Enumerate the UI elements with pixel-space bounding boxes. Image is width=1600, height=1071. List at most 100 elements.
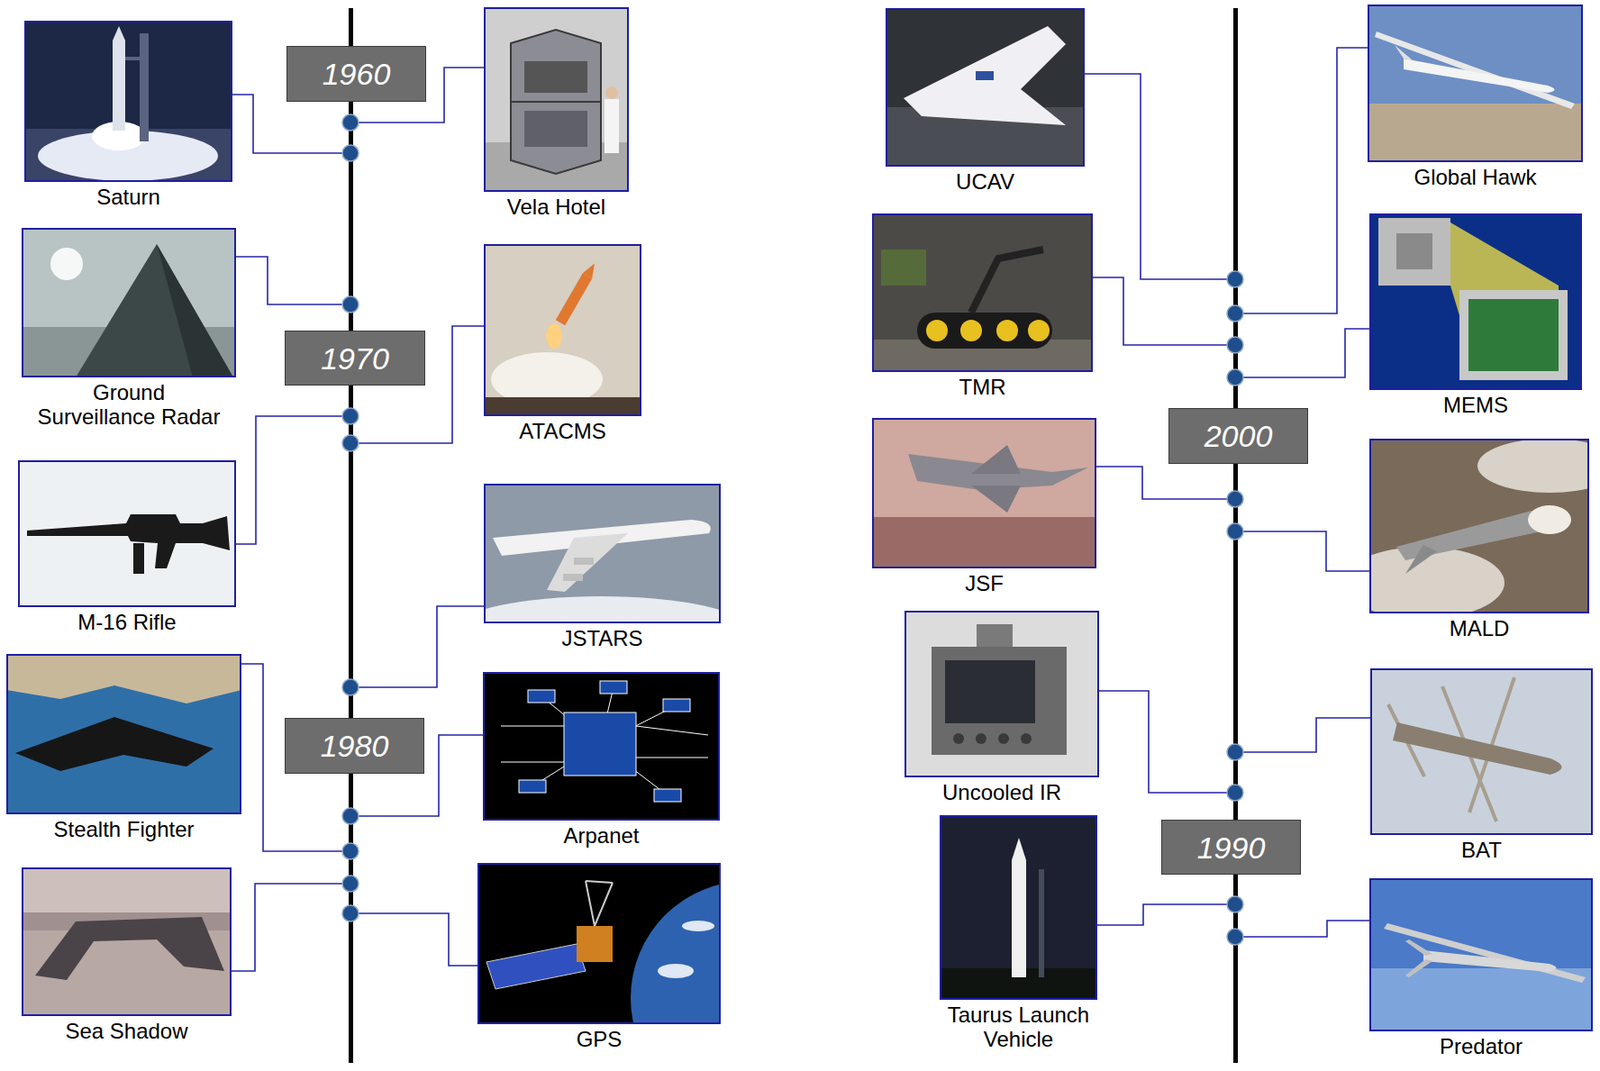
photo-caption: M-16 Rifle [77,610,176,636]
global-hawk-photo-part [1367,103,1583,163]
bat-photo-part [1392,722,1563,775]
year-label: 1970 [320,343,390,374]
radar-photo-part [50,247,83,281]
year-label: 1980 [320,730,390,762]
timeline-dots-part [342,114,359,131]
m16-photo-part [18,460,237,608]
timeline-dots-part [342,296,359,313]
timeline-dots-part [1227,271,1244,288]
leader-lines-part [1235,718,1371,753]
jsf-photo-part [872,517,1097,569]
photo-caption: UCAV [955,170,1015,195]
timeline-dots-part [342,435,359,452]
bat-photo [1370,668,1593,836]
photo-caption: BAT [1461,838,1502,864]
predator-photo-part [1405,939,1433,956]
photo-box: Vela Hotel [483,7,629,192]
stealth-fighter-photo-part [15,717,214,772]
vela-hotel-photo-part [524,61,588,93]
photo-box: JSF [872,418,1097,569]
timeline-dots-part [1227,369,1244,386]
jsf-photo-part [971,445,1021,474]
timeline-dots-part [1227,744,1244,761]
jstars-photo [456,483,746,660]
timeline-dots-part [342,679,359,696]
gps-photo-part [630,881,865,1071]
mald-photo [1342,438,1600,619]
vela-hotel-photo-part [510,100,601,103]
leader-lines-part [1099,690,1236,793]
jsf-photo-part [872,418,1097,569]
mald-photo-part [1477,438,1600,493]
global-hawk-photo-part [1403,58,1555,93]
leader-lines-part [236,256,351,305]
timeline-dots-part [342,408,359,425]
taurus-photo-part [1038,869,1045,978]
arpanet-photo-part [482,672,720,821]
gps-photo-part [576,926,613,963]
ucav-photo-part [903,26,1066,126]
predator-photo-part [1423,950,1557,973]
timeline-dots-part [1227,336,1244,354]
ucav-photo [885,8,1085,167]
saturn-photo [24,20,233,182]
timeline-dots-part [342,905,359,922]
photo-box: Sea Shadow [21,867,232,1017]
vela-hotel-photo-part [510,29,601,174]
year-label: 1990 [1197,832,1266,864]
saturn-photo-part [112,40,126,131]
photo-caption: TMR [959,375,1007,400]
photo-caption: JSF [964,572,1004,597]
photo-box: Uncooled IR [904,610,1100,778]
photo-box: Global Hawk [1367,4,1583,163]
saturn-photo-part [139,33,149,142]
photo-caption: Saturn [96,185,161,210]
photo-box: MALD [1369,438,1590,614]
photo-caption: MALD [1449,617,1510,642]
timeline-dots-part [1227,896,1244,913]
jstars-photo-part [546,533,628,592]
mems-photo-part [1396,233,1433,270]
vela-hotel-photo-part [483,7,629,192]
photo-box: TMR [872,213,1093,373]
leader-lines-part [1235,531,1370,572]
photo-caption: ATACMS [518,419,606,445]
predator-photo-part [1405,959,1433,978]
photo-box: ATACMS [483,244,642,417]
leader-lines-part [1097,904,1236,926]
atacms-photo-part [555,261,600,327]
vela-hotel-photo-part [524,110,588,147]
year-label: 1960 [322,58,391,90]
atacms-photo-part-part [582,261,600,280]
leader-lines-part [231,883,351,972]
timeline-axis [348,8,1238,1064]
year-box: 1960 [286,45,427,102]
arpanet-photo-part [654,789,682,802]
photo-caption: Ground Surveillance Radar [34,381,224,430]
timeline-dots-part [1227,523,1244,540]
uncooled-ir-photo-part [1020,733,1032,745]
arpanet-photo-part [563,712,637,776]
gps-photo [477,863,865,1071]
photo-caption: Vela Hotel [507,195,606,220]
jsf-photo-part [971,485,1021,513]
leader-lines-part [1235,328,1370,378]
photo-box: BAT [1370,668,1593,836]
timeline-dots-part [342,843,359,860]
photo-box: Ground Surveillance Radar [21,227,237,378]
photo-box: Stealth Fighter [6,654,242,815]
timeline-dots-part [1227,784,1244,801]
timeline-dots-part [1227,490,1244,508]
predator-photo-part [1383,923,1586,983]
tmr-photo-part [881,249,927,286]
arpanet-photo-part-part [532,687,677,796]
mems-photo-part [1369,213,1582,391]
tmr-photo-part [996,319,1019,342]
timeline-dots-part [342,875,359,892]
leader-lines-part [232,94,351,154]
uncooled-ir-photo-part [953,733,964,745]
arpanet-photo-part [527,690,555,703]
mald-photo-part [1527,505,1572,535]
arpanet-photo-part [500,687,709,796]
